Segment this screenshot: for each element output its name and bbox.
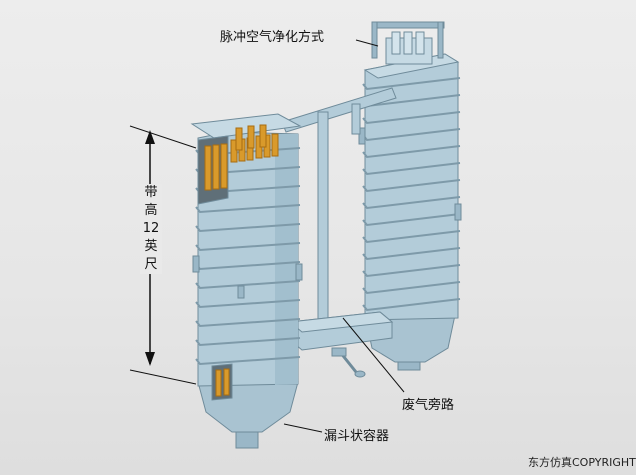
height-label: 带 高 12 英 尺 xyxy=(140,184,162,274)
stiffener-rib xyxy=(195,318,301,328)
stiffener-rib xyxy=(195,299,301,309)
height-char: 12 xyxy=(142,221,160,236)
filter-bag xyxy=(230,139,238,163)
right-tower xyxy=(358,21,462,371)
stiffener-rib xyxy=(195,337,301,347)
stiffener-rib xyxy=(362,145,461,159)
hopper-label: 漏斗状容器 xyxy=(324,429,390,444)
height-char: 英 xyxy=(144,239,158,254)
watermark: 东方仿真COPYRIGHT xyxy=(528,456,636,469)
stiffener-rib xyxy=(195,223,301,233)
stiffener-rib xyxy=(362,111,461,125)
filter-bag xyxy=(212,144,220,190)
stiffener-rib xyxy=(362,77,461,91)
stiffener-rib xyxy=(362,247,461,261)
stiffener-rib xyxy=(362,230,461,244)
stiffener-rib xyxy=(362,264,461,278)
stiffener-rib xyxy=(362,213,461,227)
pulse-cleaning-label: 脉冲空气净化方式 xyxy=(220,30,325,45)
stiffener-rib xyxy=(195,280,301,290)
bypass-leader xyxy=(342,317,405,393)
height-char: 尺 xyxy=(144,257,158,272)
filter-bag xyxy=(247,125,255,149)
stiffener-rib xyxy=(362,281,461,295)
left-tower xyxy=(190,113,303,449)
stiffener-rib xyxy=(362,162,461,176)
bypass-label: 废气旁路 xyxy=(402,398,455,413)
stiffener-rib xyxy=(195,204,301,214)
stiffener-rib xyxy=(195,356,301,366)
stiffener-rib xyxy=(362,179,461,193)
stiffener-rib xyxy=(195,242,301,252)
pulse-leader xyxy=(355,39,379,47)
height-char: 带 xyxy=(144,185,158,200)
stiffener-rib xyxy=(362,196,461,210)
filter-bag xyxy=(271,133,279,157)
filter-bag xyxy=(220,143,228,189)
filter-bags xyxy=(204,124,279,191)
filter-bag xyxy=(259,124,267,148)
height-char: 高 xyxy=(144,203,158,218)
hopper-leader xyxy=(283,423,323,433)
filter-bag xyxy=(235,127,243,151)
filter-bag xyxy=(204,145,212,191)
stiffener-rib xyxy=(362,298,461,312)
